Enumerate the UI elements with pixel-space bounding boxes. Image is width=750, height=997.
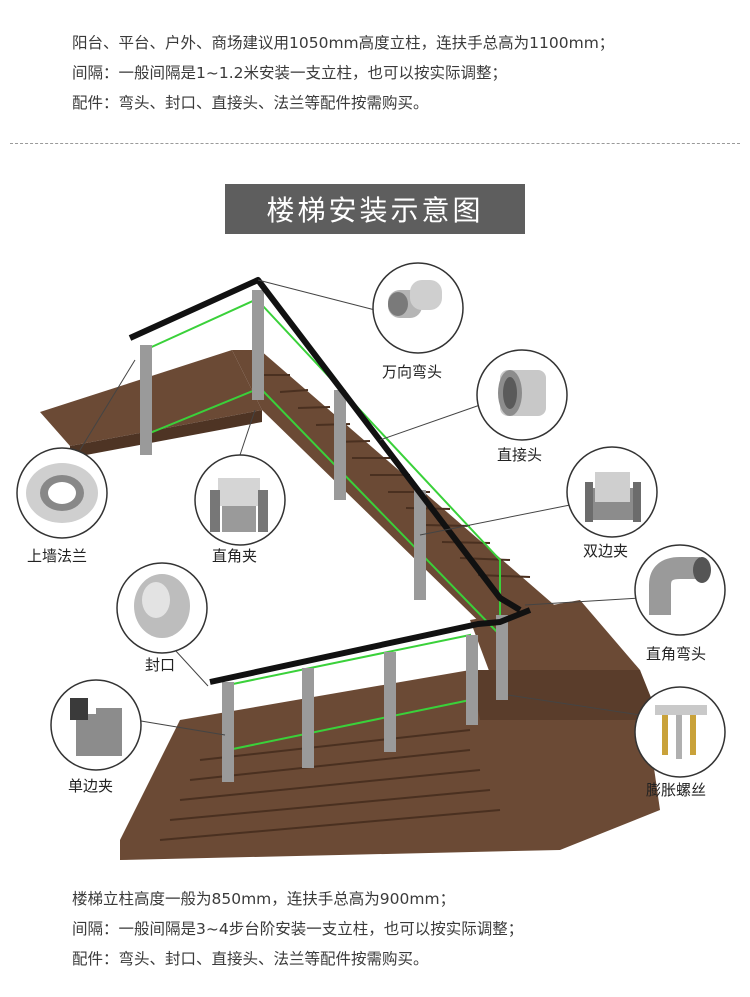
callout-wanxiang: 万向弯头 <box>372 262 464 381</box>
right-angle-clamp-icon <box>210 478 268 532</box>
label-fengkou: 封口 <box>145 656 175 674</box>
intro-line-1: 阳台、平台、户外、商场建议用1050mm高度立柱，连扶手总高为1100mm； <box>72 34 615 52</box>
callout-danbianjia: 单边夹 <box>50 679 142 795</box>
post <box>140 345 152 455</box>
dashed-divider <box>10 143 740 144</box>
callout-shuangbianjia: 双边夹 <box>566 446 658 560</box>
post <box>302 668 314 768</box>
intro-line-3: 配件：弯头、封口、直接头、法兰等配件按需购买。 <box>72 94 429 112</box>
page-title: 楼梯安装示意图 <box>225 184 525 234</box>
label-zhijietou: 直接头 <box>497 446 542 464</box>
post <box>466 635 478 725</box>
callout-pengzhang: 膨胀螺丝 <box>634 686 726 799</box>
label-shangqiang: 上墙法兰 <box>27 547 87 565</box>
upper-landing-edge <box>70 410 262 458</box>
outro-line-1: 楼梯立柱高度一般为850mm，连扶手总高为900mm； <box>72 890 456 908</box>
lower-handrail <box>209 607 532 685</box>
callout-fengkou: 封口 <box>116 562 208 674</box>
post <box>496 615 508 700</box>
post <box>252 290 264 400</box>
end-cap-icon <box>134 574 190 638</box>
label-shuangbianjia: 双边夹 <box>583 542 628 560</box>
intro-text: 阳台、平台、户外、商场建议用1050mm高度立柱，连扶手总高为1100mm； 间… <box>72 28 614 118</box>
post <box>384 652 396 752</box>
outro-line-2: 间隔：一般间隔是3~4步台阶安装一支立柱，也可以按实际调整； <box>72 920 524 938</box>
post <box>222 682 234 782</box>
wall-flange-icon <box>26 463 98 523</box>
universal-elbow-icon <box>388 280 442 318</box>
lower-railing <box>209 607 532 782</box>
intro-line-2: 间隔：一般间隔是1~1.2米安装一支立柱，也可以按实际调整； <box>72 64 508 82</box>
callout-zhijietou: 直接头 <box>476 349 568 464</box>
post <box>334 390 346 500</box>
upper-railing <box>128 277 522 700</box>
callout-zhijiaojia: 直角夹 <box>194 454 286 565</box>
upper-handrail <box>128 277 522 613</box>
straight-connector-icon <box>498 370 546 416</box>
leader-lines <box>79 279 641 736</box>
right-angle-elbow-icon <box>649 557 711 615</box>
label-danbianjia: 单边夹 <box>68 777 113 795</box>
label-zhijiaowantou: 直角弯头 <box>646 645 706 663</box>
callout-shangqiang: 上墙法兰 <box>16 447 108 565</box>
double-clamp-icon <box>585 472 641 522</box>
post <box>414 490 426 600</box>
outro-line-3: 配件：弯头、封口、直接头、法兰等配件按需购买。 <box>72 950 429 968</box>
single-clamp-icon <box>70 698 122 756</box>
lower-stair <box>120 670 660 860</box>
lower-landing <box>470 670 660 720</box>
callout-zhijiaowantou: 直角弯头 <box>634 544 726 663</box>
label-wanxiang: 万向弯头 <box>382 363 442 381</box>
lower-stair-steps <box>159 729 501 841</box>
expansion-bolt-icon <box>655 705 707 759</box>
label-pengzhang: 膨胀螺丝 <box>646 781 706 799</box>
outro-text: 楼梯立柱高度一般为850mm，连扶手总高为900mm； 间隔：一般间隔是3~4步… <box>72 884 523 974</box>
label-zhijiaojia: 直角夹 <box>212 547 257 565</box>
stair-installation-diagram: 万向弯头 直接头 双边夹 直角弯头 <box>16 262 726 860</box>
